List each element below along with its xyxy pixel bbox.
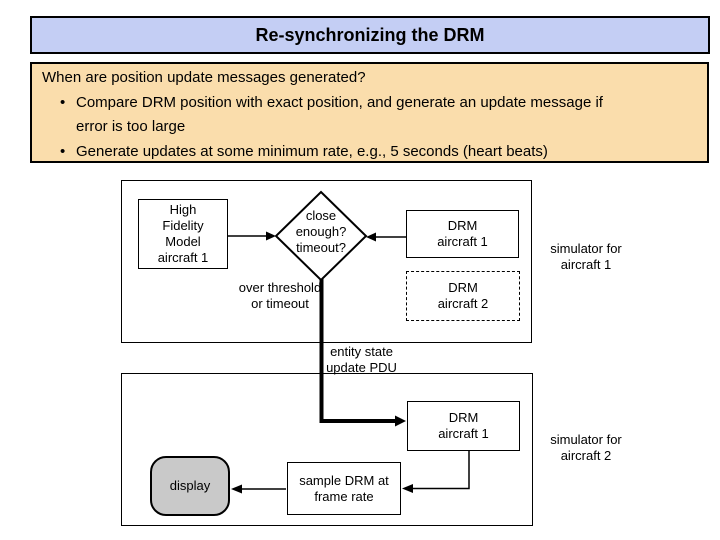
drm-aircraft1-upper-box: DRM aircraft 1	[406, 210, 519, 258]
bullet-text: Generate updates at some minimum rate, e…	[76, 143, 548, 160]
drm-aircraft2-dashed-box: DRM aircraft 2	[406, 271, 520, 321]
decision-diamond-label: close enough? timeout?	[295, 208, 347, 255]
bullet-item: • Compare DRM position with exact positi…	[42, 91, 697, 139]
bullet-marker: •	[60, 94, 66, 111]
drm-aircraft1-lower-box: DRM aircraft 1	[407, 401, 520, 451]
slide-title-text: Re-synchronizing the DRM	[255, 24, 485, 45]
entity-state-update-label: entity state update PDU	[326, 344, 397, 375]
bullet-item: • Generate updates at some minimum rate,…	[42, 140, 697, 161]
slide-title-bar: Re-synchronizing the DRM	[30, 16, 710, 54]
display-box: display	[150, 456, 230, 516]
content-box: When are position update messages genera…	[30, 62, 709, 163]
simulator-for-aircraft2-label: simulator for aircraft 2	[550, 432, 622, 463]
simulator-for-aircraft1-label: simulator for aircraft 1	[550, 241, 622, 272]
bullet-marker: •	[60, 143, 66, 160]
over-threshold-label: over threshold or timeout	[238, 280, 322, 311]
high-fidelity-model-box: High Fidelity Model aircraft 1	[138, 199, 228, 269]
bullet-text: Compare DRM position with exact position…	[76, 94, 603, 135]
intro-line: When are position update messages genera…	[42, 69, 366, 86]
sample-drm-box: sample DRM at frame rate	[287, 462, 401, 515]
